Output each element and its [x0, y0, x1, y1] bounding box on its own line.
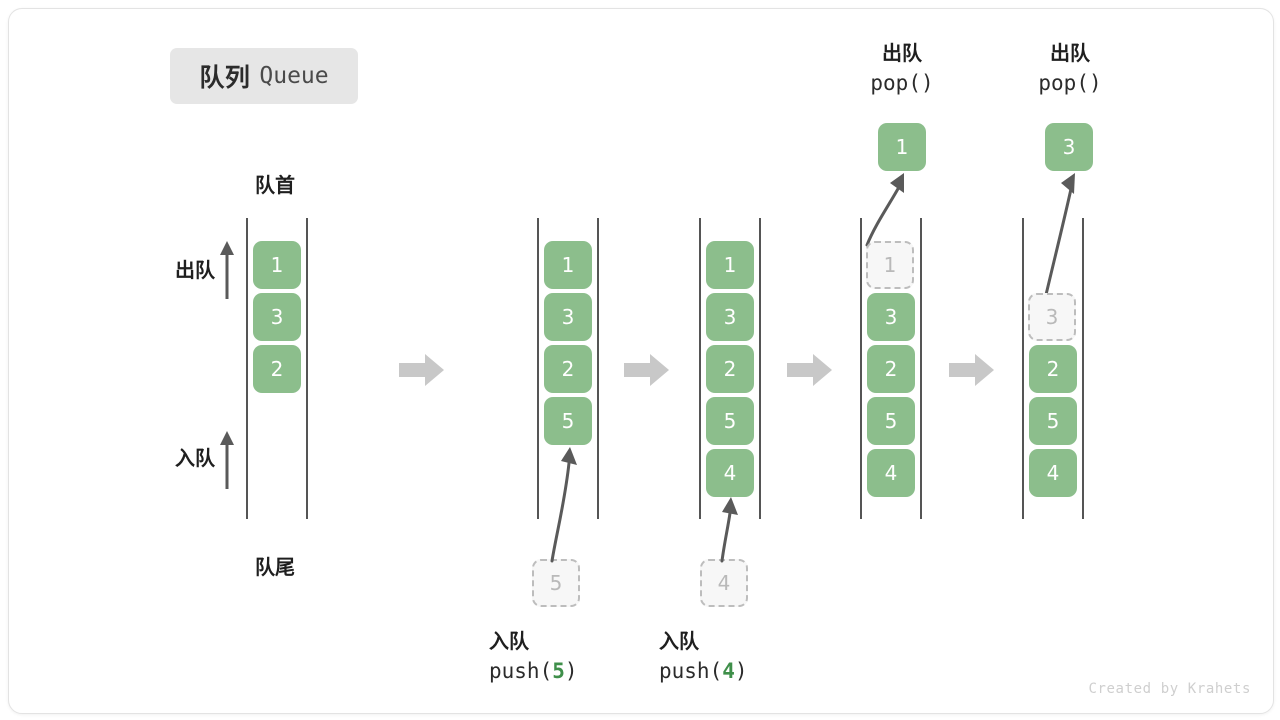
queue-rail-left [699, 218, 701, 519]
queue-cell: 3 [253, 293, 301, 341]
queue-cell: 2 [1029, 345, 1077, 393]
queue-rail-right [306, 218, 308, 519]
queue-cell: 5 [544, 397, 592, 445]
pop-caption: 出队 pop() [827, 39, 977, 98]
push-arrow-icon [529, 441, 599, 563]
queue-cell: 5 [867, 397, 915, 445]
push-caption-value: 5 [552, 659, 565, 683]
queue-rail-right [759, 218, 761, 519]
queue-rail-right [597, 218, 599, 519]
enqueue-label: 入队 [175, 446, 215, 470]
push-arrow-icon [701, 493, 761, 563]
queue-cell: 1 [544, 241, 592, 289]
push-caption: 入队 push(4) [659, 627, 829, 686]
incoming-ghost-cell: 4 [700, 559, 748, 607]
queue-rail-right [920, 218, 922, 519]
popped-cell: 1 [878, 123, 926, 171]
push-caption-prefix: push( [489, 659, 553, 683]
pop-arrow-icon [859, 169, 929, 247]
watermark: Created by Krahets [1088, 681, 1251, 697]
pop-caption: 出队 pop() [995, 39, 1145, 98]
queue-cell: 3 [544, 293, 592, 341]
rear-label: 队尾 [255, 555, 295, 579]
diagram-canvas: 队列 Queue 队首 队尾 出队 入队 1 3 2 1 3 2 5 5 [8, 8, 1274, 714]
queue-cell: 5 [1029, 397, 1077, 445]
diagram-title-en: Queue [259, 63, 329, 89]
push-caption-code: push(5) [489, 656, 659, 686]
diagram-title-chip: 队列 Queue [170, 48, 358, 104]
queue-cell: 2 [253, 345, 301, 393]
queue-cell: 4 [1029, 449, 1077, 497]
diagram-title-cn: 队列 [199, 63, 251, 92]
push-caption-cn: 入队 [659, 629, 699, 653]
queue-cell: 3 [867, 293, 915, 341]
step-arrow-icon [949, 353, 995, 387]
push-caption-value: 4 [722, 659, 735, 683]
queue-cell: 3 [706, 293, 754, 341]
push-caption-suffix: ) [734, 659, 748, 683]
queue-cell: 1 [706, 241, 754, 289]
queue-cell: 5 [706, 397, 754, 445]
push-caption-cn: 入队 [489, 629, 529, 653]
queue-ghost-cell: 3 [1028, 293, 1076, 341]
queue-rail-left [246, 218, 248, 519]
front-label: 队首 [255, 173, 295, 197]
queue-cell: 4 [706, 449, 754, 497]
pop-caption-code: pop() [1038, 71, 1102, 95]
step-arrow-icon [399, 353, 445, 387]
push-caption: 入队 push(5) [489, 627, 659, 686]
queue-cell: 2 [706, 345, 754, 393]
pop-caption-code: pop() [870, 71, 934, 95]
dequeue-label: 出队 [175, 258, 215, 282]
queue-rail-left [537, 218, 539, 519]
step-arrow-icon [787, 353, 833, 387]
pop-arrow-icon [1019, 169, 1099, 301]
queue-rail-right [1082, 218, 1084, 519]
queue-ghost-cell: 1 [866, 241, 914, 289]
pop-caption-cn: 出队 [1050, 41, 1090, 65]
step-arrow-icon [624, 353, 670, 387]
pop-caption-cn: 出队 [882, 41, 922, 65]
queue-rail-left [1022, 218, 1024, 519]
enqueue-arrow-icon [217, 429, 237, 491]
queue-rail-left [860, 218, 862, 519]
popped-cell: 3 [1045, 123, 1093, 171]
queue-cell: 2 [544, 345, 592, 393]
queue-cell: 1 [253, 241, 301, 289]
push-caption-suffix: ) [564, 659, 578, 683]
push-caption-prefix: push( [659, 659, 723, 683]
dequeue-arrow-icon [217, 239, 237, 301]
incoming-ghost-cell: 5 [532, 559, 580, 607]
queue-cell: 2 [867, 345, 915, 393]
queue-cell: 4 [867, 449, 915, 497]
push-caption-code: push(4) [659, 656, 829, 686]
